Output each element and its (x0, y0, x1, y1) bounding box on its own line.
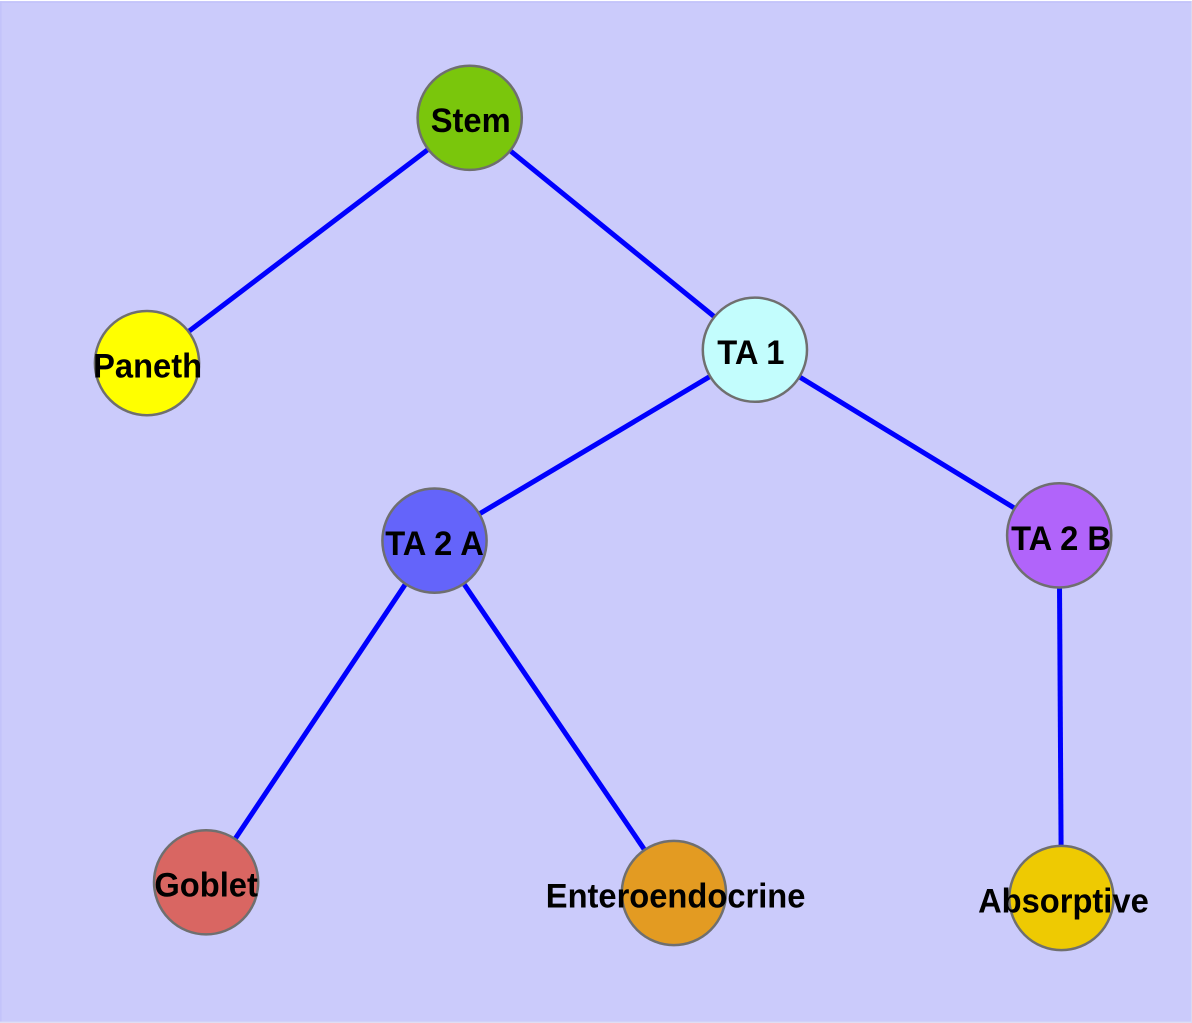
svg-text:Enteroendocrine: Enteroendocrine (546, 878, 806, 916)
svg-text:TA 1: TA 1 (717, 334, 784, 372)
svg-text:Paneth: Paneth (93, 348, 202, 386)
svg-text:Goblet: Goblet (154, 867, 257, 905)
svg-text:TA 2 A: TA 2 A (385, 525, 484, 563)
svg-text:TA 2 B: TA 2 B (1011, 520, 1111, 558)
svg-text:Stem: Stem (431, 102, 511, 140)
svg-text:Absorptive: Absorptive (978, 883, 1149, 921)
